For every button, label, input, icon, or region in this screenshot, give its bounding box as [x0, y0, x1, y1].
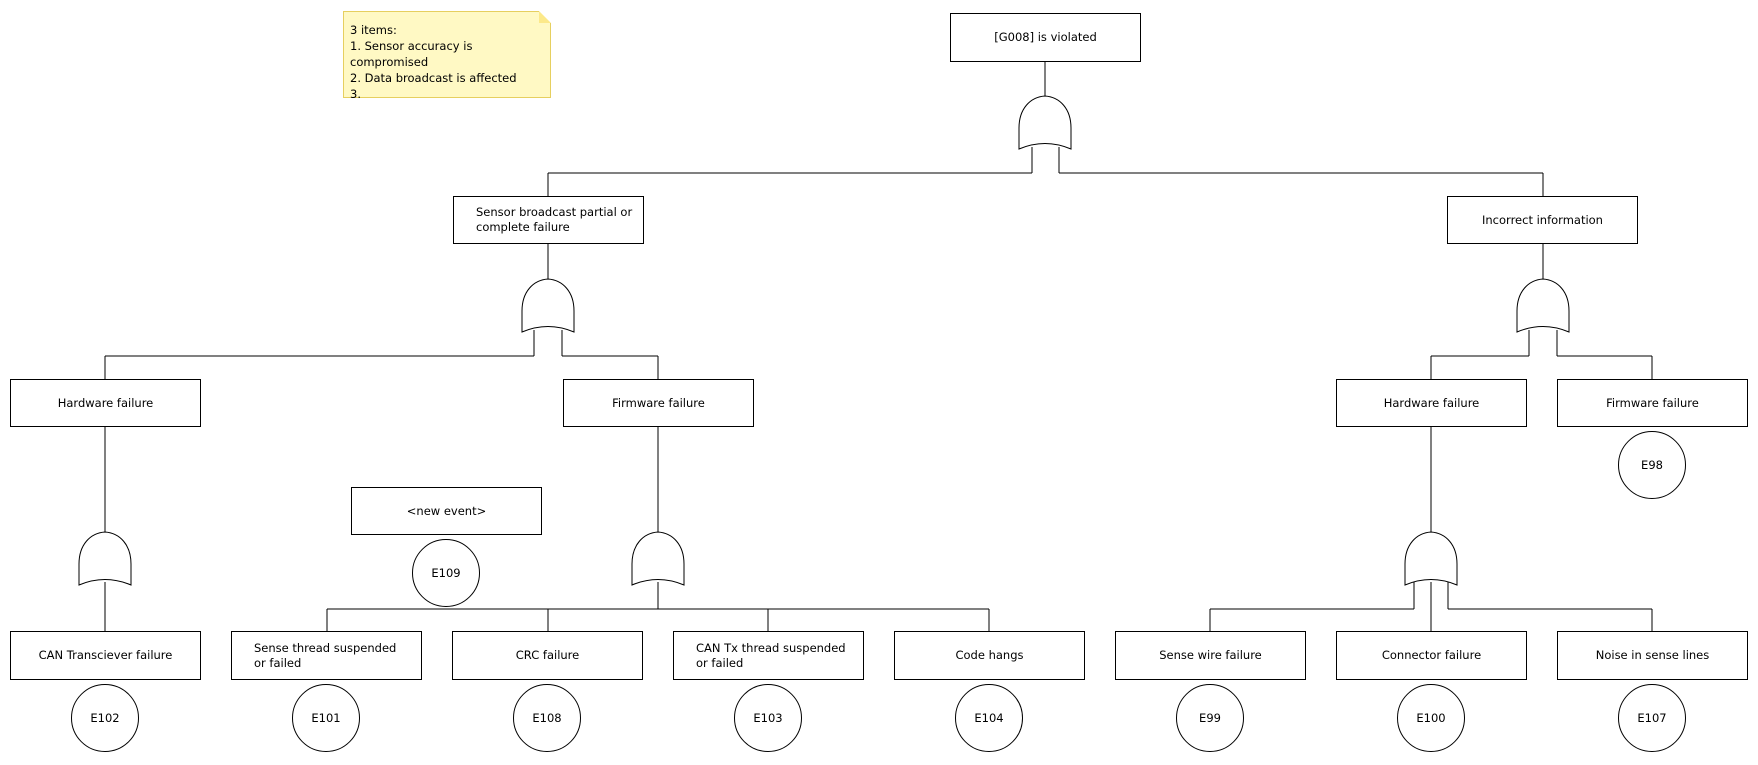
or-gate-firmware-left — [631, 531, 685, 586]
event-label: Firmware failure — [612, 395, 705, 410]
or-gate-hardware-left — [78, 531, 132, 586]
event-incorrect-information[interactable]: Incorrect information — [1447, 196, 1638, 244]
event-connector-failure[interactable]: Connector failure — [1336, 631, 1527, 680]
basic-event-e98[interactable]: E98 — [1618, 431, 1686, 499]
or-gate-hardware-right — [1404, 531, 1458, 586]
event-label: Code hangs — [955, 648, 1024, 662]
event-label: <new event> — [406, 503, 487, 518]
basic-event-e100[interactable]: E100 — [1397, 684, 1465, 752]
event-sensor-broadcast[interactable]: Sensor broadcast partial or complete fai… — [453, 196, 644, 244]
event-label: CRC failure — [515, 648, 580, 662]
basic-event-label: E108 — [532, 711, 562, 725]
event-label: CAN Tx thread suspended or failed — [696, 640, 846, 670]
basic-event-label: E98 — [1641, 458, 1663, 472]
event-noise-in-sense-lines[interactable]: Noise in sense lines — [1557, 631, 1748, 680]
event-label: Sense wire failure — [1159, 648, 1262, 662]
event-hardware-failure-left[interactable]: Hardware failure — [10, 379, 201, 427]
note-line: 3 items: — [350, 23, 397, 37]
event-label: CAN Transciever failure — [38, 648, 173, 662]
event-sense-thread-failure[interactable]: Sense thread suspended or failed — [231, 631, 422, 680]
event-can-tx-thread-failure[interactable]: CAN Tx thread suspended or failed — [673, 631, 864, 680]
or-gate-top — [1018, 95, 1072, 150]
event-label: Connector failure — [1381, 648, 1482, 662]
event-new-event[interactable]: <new event> — [351, 487, 542, 535]
note-line: 1. Sensor accuracy is compromised — [350, 39, 473, 69]
note[interactable]: 3 items: 1. Sensor accuracy is compromis… — [343, 11, 551, 101]
basic-event-label: E101 — [311, 711, 341, 725]
basic-event-e102[interactable]: E102 — [71, 684, 139, 752]
event-label: Sensor broadcast partial or complete fai… — [476, 205, 633, 234]
basic-event-label: E104 — [974, 711, 1004, 725]
basic-event-label: E107 — [1637, 711, 1667, 725]
event-crc-failure[interactable]: CRC failure — [452, 631, 643, 680]
event-top[interactable]: [G008] is violated — [950, 13, 1141, 62]
or-gate-incorrect-info — [1516, 278, 1570, 333]
basic-event-label: E109 — [431, 566, 461, 580]
event-label: Sense thread suspended or failed — [254, 640, 397, 670]
event-label: Firmware failure — [1606, 395, 1699, 410]
basic-event-label: E99 — [1199, 711, 1221, 725]
event-hardware-failure-right[interactable]: Hardware failure — [1336, 379, 1527, 427]
event-firmware-failure-left[interactable]: Firmware failure — [563, 379, 754, 427]
basic-event-e104[interactable]: E104 — [955, 684, 1023, 752]
event-code-hangs[interactable]: Code hangs — [894, 631, 1085, 680]
event-label: Incorrect information — [1482, 212, 1603, 227]
event-label: Hardware failure — [57, 395, 154, 410]
event-sense-wire-failure[interactable]: Sense wire failure — [1115, 631, 1306, 680]
basic-event-e107[interactable]: E107 — [1618, 684, 1686, 752]
event-label: Noise in sense lines — [1595, 648, 1710, 662]
basic-event-e109[interactable]: E109 — [412, 539, 480, 607]
basic-event-label: E103 — [753, 711, 783, 725]
note-line: 3. — [350, 87, 361, 101]
note-line: 2. Data broadcast is affected — [350, 71, 517, 85]
basic-event-e103[interactable]: E103 — [734, 684, 802, 752]
event-can-transceiver-failure[interactable]: CAN Transciever failure — [10, 631, 201, 680]
basic-event-label: E100 — [1416, 711, 1446, 725]
basic-event-e99[interactable]: E99 — [1176, 684, 1244, 752]
event-label: Hardware failure — [1383, 395, 1480, 410]
note-fold — [539, 11, 551, 23]
basic-event-e101[interactable]: E101 — [292, 684, 360, 752]
event-firmware-failure-right[interactable]: Firmware failure — [1557, 379, 1748, 427]
or-gate-sensor-broadcast — [521, 278, 575, 333]
basic-event-label: E102 — [90, 711, 120, 725]
event-label: [G008] is violated — [994, 30, 1097, 44]
basic-event-e108[interactable]: E108 — [513, 684, 581, 752]
